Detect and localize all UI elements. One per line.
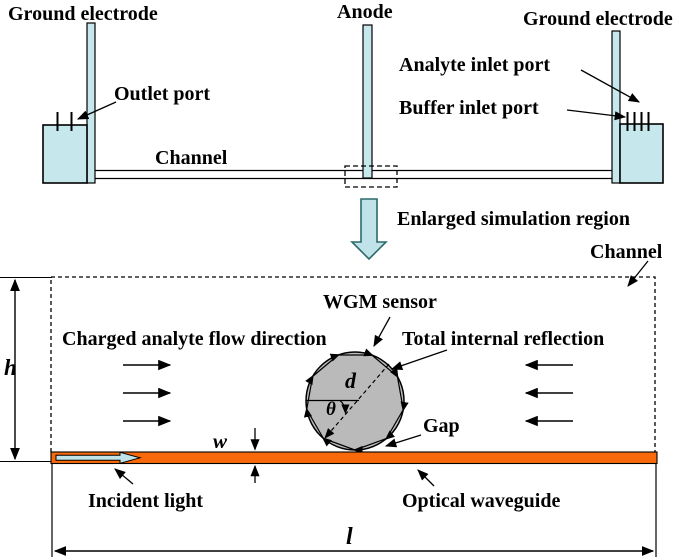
wgm-sensor-pointer-arrow [373,316,391,347]
incident-light-beam [55,451,142,464]
theta-angle-arc [339,400,350,415]
channel-bottom-pointer-arrow [627,260,649,287]
outlet-port-pointer-arrow [76,101,117,120]
inlet-reservoir [619,123,664,184]
optical-waveguide-bar [50,451,658,465]
ground-electrode-right-bar [611,30,621,184]
ground-electrode-left-label: Ground electrode [8,3,158,25]
sensor-diameter-line [324,363,390,439]
buffer-inlet-pointer-arrow [566,109,627,121]
anode-label: Anode [337,1,393,23]
channel-top-label: Channel [155,147,228,169]
total-internal-reflection-label: Total internal reflection [402,328,605,350]
incident-light-pointer-arrow [114,468,134,485]
channel-bottom-label: Channel [590,241,663,263]
h-dimension-symbol: h [4,355,17,380]
analyte-inlet-port-label: Analyte inlet port [399,54,551,76]
buffer-inlet-port-label: Buffer inlet port [399,97,539,119]
simulation-region-box [344,165,398,188]
w-dimension-symbol: w [213,429,228,453]
tir-pointer-arrow [390,349,448,370]
enlarged-region-label: Enlarged simulation region [397,208,630,230]
ground-electrode-right-label: Ground electrode [523,8,673,30]
flow-direction-label: Charged analyte flow direction [62,328,327,350]
anode-bar [362,24,373,179]
enlarge-down-arrow [350,198,388,261]
d-dimension-symbol: d [345,368,356,393]
gap-pointer-arrow [384,434,422,448]
analyte-inlet-pointer-arrow [580,69,640,103]
gap-label: Gap [423,415,460,437]
incident-light-label: Incident light [88,490,204,512]
ground-electrode-left-bar [86,22,96,184]
wgm-sensor-label: WGM sensor [323,291,437,313]
optical-waveguide-label: Optical waveguide [402,490,561,512]
outlet-reservoir [42,124,88,184]
theta-angle-symbol: θ [326,399,336,420]
l-dimension-symbol: l [346,524,353,550]
outlet-port-label: Outlet port [114,83,211,105]
channel-dashed-outline [50,276,656,452]
optical-waveguide-pointer-arrow [417,469,435,487]
internal-reflection-ray-path [303,348,409,455]
